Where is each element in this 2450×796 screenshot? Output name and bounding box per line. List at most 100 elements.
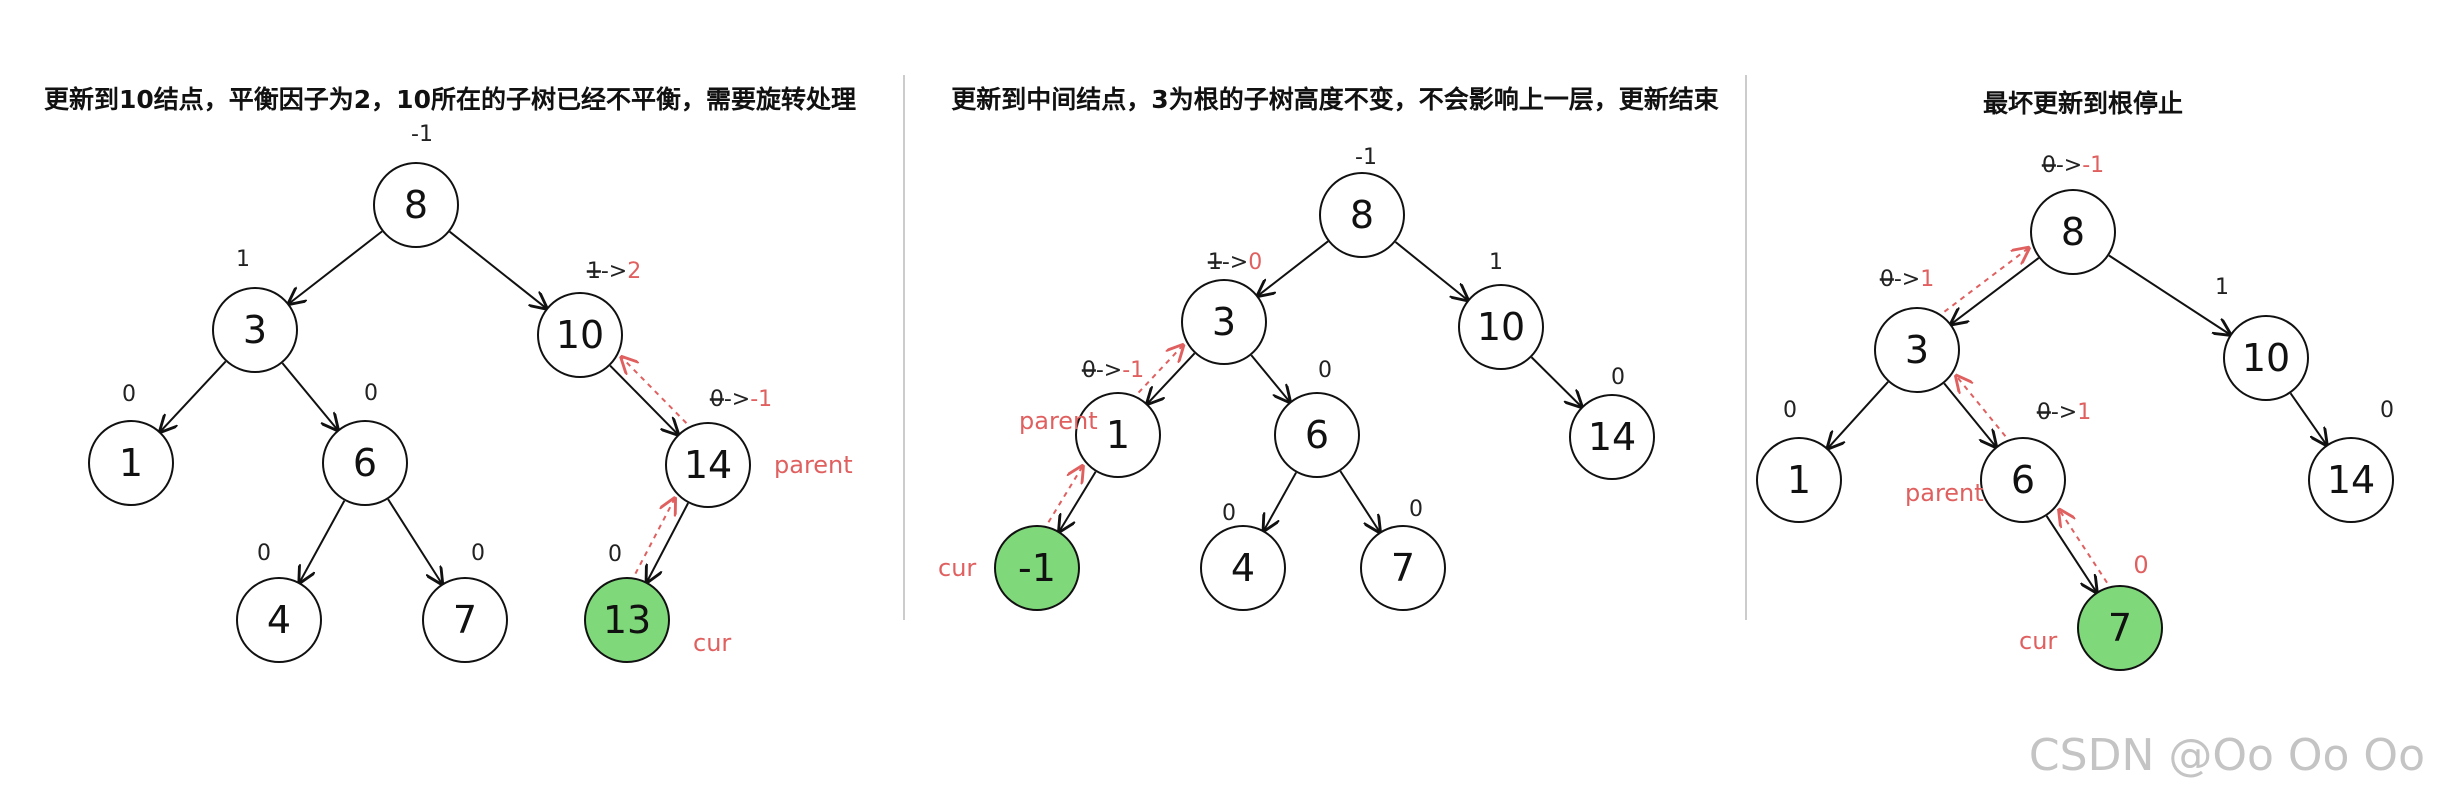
tree-node-value: 14 bbox=[1588, 415, 1636, 459]
tree-node-circle bbox=[1274, 392, 1360, 478]
pointer-label-cur: cur bbox=[2019, 627, 2057, 655]
balance-factor-arrow: -> bbox=[1096, 358, 1122, 383]
balance-factor: 0 bbox=[471, 541, 485, 566]
tree-node-value: 1 bbox=[1787, 458, 1811, 502]
balance-factor-new: -1 bbox=[2082, 153, 2104, 178]
balance-factor-change: 0->1 bbox=[1880, 267, 1934, 292]
tree-node-circle bbox=[994, 525, 1080, 611]
tree-edge bbox=[160, 360, 227, 431]
tree-edge bbox=[281, 362, 337, 430]
tree-node-circle bbox=[1874, 307, 1960, 393]
tree-edge bbox=[1258, 240, 1329, 295]
balance-factor-arrow: -> bbox=[601, 259, 627, 284]
tree-node-circle bbox=[2077, 585, 2163, 671]
tree-node-circle bbox=[422, 577, 508, 663]
tree-node-circle bbox=[665, 422, 751, 508]
tree-edge bbox=[647, 502, 689, 582]
tree-edge bbox=[1530, 356, 1582, 406]
tree-edge bbox=[2108, 254, 2230, 335]
pointer-label-parent: parent bbox=[774, 451, 853, 479]
tree-node-value: 6 bbox=[353, 441, 377, 485]
tree-node-value: 3 bbox=[243, 308, 267, 352]
balance-factor: 0 bbox=[2380, 398, 2394, 423]
balance-factor-new: 2 bbox=[627, 259, 641, 284]
balance-factor-new: -1 bbox=[750, 387, 772, 412]
balance-factor-change: 1->2 bbox=[587, 259, 641, 284]
tree-edge bbox=[1394, 241, 1467, 300]
tree-node-circle bbox=[1360, 525, 1446, 611]
balance-factor-new: 1 bbox=[1920, 267, 1934, 292]
balance-factor-new: 1 bbox=[2077, 400, 2091, 425]
tree-node-circle bbox=[236, 577, 322, 663]
balance-factor: 1 bbox=[1489, 250, 1503, 275]
tree-edge bbox=[449, 230, 547, 309]
tree-edge bbox=[1250, 354, 1289, 402]
tree-node-value: 6 bbox=[2011, 458, 2035, 502]
balance-factor: 0 bbox=[1409, 497, 1423, 522]
update-path-arrow bbox=[1047, 466, 1082, 523]
update-path-arrow bbox=[1137, 345, 1183, 394]
tree-node-value: 14 bbox=[2327, 458, 2375, 502]
balance-factor: 0 bbox=[1222, 501, 1236, 526]
tree-node-value: 1 bbox=[119, 441, 143, 485]
panel-1-title: 更新到10结点，平衡因子为2，10所在的子树已经不平衡，需要旋转处理 bbox=[44, 85, 856, 114]
tree-node-circle bbox=[1181, 279, 1267, 365]
panel-2-title: 更新到中间结点，3为根的子树高度不变，不会影响上一层，更新结束 bbox=[951, 85, 1719, 114]
tree-edge bbox=[289, 230, 383, 303]
tree-node-value: 7 bbox=[2108, 606, 2132, 650]
balance-factor-new: -1 bbox=[1122, 358, 1144, 383]
tree-node-circle bbox=[2308, 437, 2394, 523]
balance-factor-change: 0->-1 bbox=[1082, 358, 1144, 383]
update-path-arrow bbox=[634, 498, 674, 575]
pointer-label-parent: parent bbox=[1905, 479, 1984, 507]
pointer-label-parent: parent bbox=[1019, 407, 1098, 435]
tree-node-circle bbox=[2223, 315, 2309, 401]
panel-1: 更新到10结点，平衡因子为2，10所在的子树已经不平衡，需要旋转处理 8 3 1 0 1… bbox=[44, 85, 856, 663]
tree-edge bbox=[1059, 471, 1097, 532]
tree-node-value: 8 bbox=[404, 183, 428, 227]
tree-node-value: 8 bbox=[1350, 193, 1374, 237]
balance-factor: 0 bbox=[1611, 365, 1625, 390]
pointer-label-cur: cur bbox=[693, 629, 731, 657]
tree-edge bbox=[387, 498, 442, 583]
balance-factor-arrow: -> bbox=[724, 387, 750, 412]
tree-node-value: 8 bbox=[2061, 210, 2085, 254]
balance-factor-change: 1->0 bbox=[1208, 250, 1262, 275]
balance-factor: 1 bbox=[236, 247, 250, 272]
balance-factor: 0 bbox=[608, 542, 622, 567]
tree-node-value: 7 bbox=[453, 598, 477, 642]
tree-node-circle bbox=[322, 420, 408, 506]
balance-factor-change: 0->1 bbox=[2037, 400, 2091, 425]
balance-factor-arrow: -> bbox=[1894, 267, 1920, 292]
tree-node-value: 7 bbox=[1391, 546, 1415, 590]
tree-node-circle bbox=[1458, 284, 1544, 370]
tree-node-value: 3 bbox=[1212, 300, 1236, 344]
tree-node-value: 4 bbox=[267, 598, 291, 642]
tree-node-circle bbox=[537, 292, 623, 378]
tree-node-circle bbox=[1980, 437, 2066, 523]
tree-node-circle bbox=[584, 577, 670, 663]
update-path-arrow bbox=[622, 357, 688, 424]
update-path-arrow bbox=[1943, 248, 2028, 313]
balance-factor: 0 bbox=[364, 381, 378, 406]
update-path-arrow bbox=[1956, 376, 2007, 437]
tree-node-value: 10 bbox=[2242, 336, 2290, 380]
balance-factor: 0 bbox=[122, 382, 136, 407]
tree-node-circle bbox=[373, 162, 459, 248]
pointer-label-cur: cur bbox=[938, 554, 976, 582]
tree-node-circle bbox=[2030, 189, 2116, 275]
tree-node-value: 14 bbox=[684, 443, 732, 487]
balance-factor-new: 0 bbox=[2133, 551, 2148, 579]
update-path-arrow bbox=[2059, 510, 2108, 584]
tree-node-value: 3 bbox=[1905, 328, 1929, 372]
balance-factor-new: 0 bbox=[1248, 250, 1262, 275]
tree-edge bbox=[2045, 515, 2097, 592]
tree-edge bbox=[2289, 392, 2327, 444]
tree-node-circle bbox=[1075, 392, 1161, 478]
balance-factor-arrow: -> bbox=[1222, 250, 1248, 275]
balance-factor: 0 bbox=[1783, 398, 1797, 423]
